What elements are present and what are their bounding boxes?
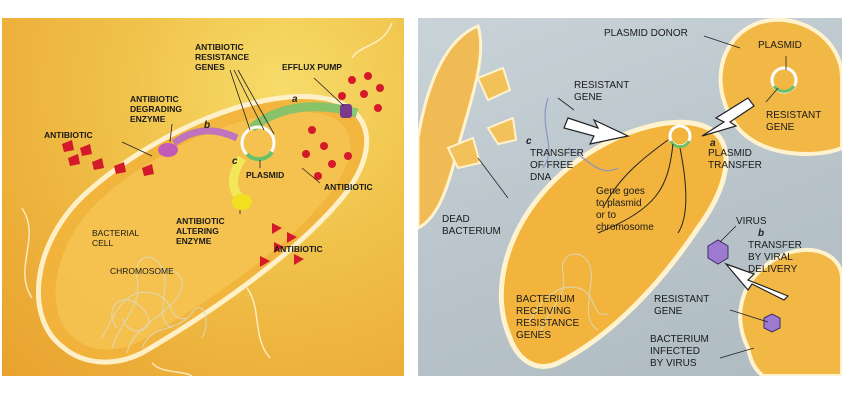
letter-c-right: c (526, 136, 532, 147)
left-illustration (21, 22, 393, 376)
antibiotic-molecules (62, 72, 384, 267)
antibiotic-resistance-mechanisms-panel: ANTIBIOTIC RESISTANCE GENES EFFLUX PUMP … (2, 18, 404, 376)
label-virus: VIRUS (736, 216, 767, 227)
receiving-bacterium (498, 119, 729, 369)
virus-shapes (707, 239, 781, 333)
degrading-enzyme-shape (158, 143, 178, 157)
label-dead-bacterium: DEAD BACTERIUM (442, 214, 501, 237)
label-antibiotic-left: ANTIBIOTIC (44, 130, 93, 140)
right-illustration (418, 18, 842, 376)
letter-b-right: b (758, 228, 765, 239)
flagella (21, 22, 393, 376)
dead-bacterium-fragments (446, 66, 518, 170)
letter-c-left: c (232, 156, 238, 167)
gene-transfer-panel: PLASMID DONOR PLASMID RESISTANT GENE RES… (418, 18, 842, 376)
label-bacterium-receiving: BACTERIUM RECEIVING RESISTANCE GENES (516, 294, 580, 341)
altering-enzyme-shape (232, 194, 252, 210)
label-antibiotic-right: ANTIBIOTIC (324, 182, 373, 192)
label-antibiotic-altering-enzyme: ANTIBIOTIC ALTERING ENZYME (176, 216, 225, 246)
label-antibiotic-degrading-enzyme: ANTIBIOTIC DEGRADING ENZYME (130, 94, 182, 124)
letter-a-right: a (710, 138, 716, 149)
label-chromosome: CHROMOSOME (110, 266, 174, 276)
plasmid-donor-cell (718, 18, 842, 156)
free-dna-strands (542, 97, 619, 172)
label-plasmid: PLASMID (246, 170, 285, 180)
dead-bacterium (418, 24, 483, 230)
label-resistant-gene-top: RESISTANT GENE (574, 80, 630, 103)
label-transfer-viral-delivery: TRANSFER BY VIRAL DELIVERY (748, 240, 802, 275)
label-antibiotic-resistance-genes: ANTIBIOTIC RESISTANCE GENES (195, 42, 250, 72)
degrading-arrow-purple (171, 127, 239, 146)
label-resistant-gene-right: RESISTANT GENE (766, 110, 822, 133)
label-resistant-gene-bottom: RESISTANT GENE (654, 294, 710, 317)
label-gene-goes: Gene goes to plasmid or to chromosome (596, 186, 654, 233)
label-antibiotic-bottom: ANTIBIOTIC (274, 244, 323, 254)
label-transfer-free-dna: TRANSFER OF FREE DNA (530, 148, 584, 183)
label-plasmid-transfer: PLASMID TRANSFER (708, 148, 762, 171)
infected-bacterium-cell (738, 247, 842, 376)
chromosome-strands (101, 256, 207, 354)
transfer-arrows (563, 97, 790, 301)
label-efflux-pump: EFFLUX PUMP (282, 62, 342, 72)
letter-b-left: b (204, 120, 211, 131)
receiving-chromosome (527, 253, 609, 339)
label-bacterium-infected: BACTERIUM INFECTED BY VIRUS (650, 334, 709, 369)
efflux-pump-shape (340, 104, 352, 118)
label-plasmid-donor: PLASMID DONOR (604, 28, 688, 39)
label-plasmid-right: PLASMID (758, 40, 802, 51)
label-bacterial-cell: BACTERIAL CELL (92, 228, 140, 248)
letter-a-left: a (292, 94, 298, 105)
